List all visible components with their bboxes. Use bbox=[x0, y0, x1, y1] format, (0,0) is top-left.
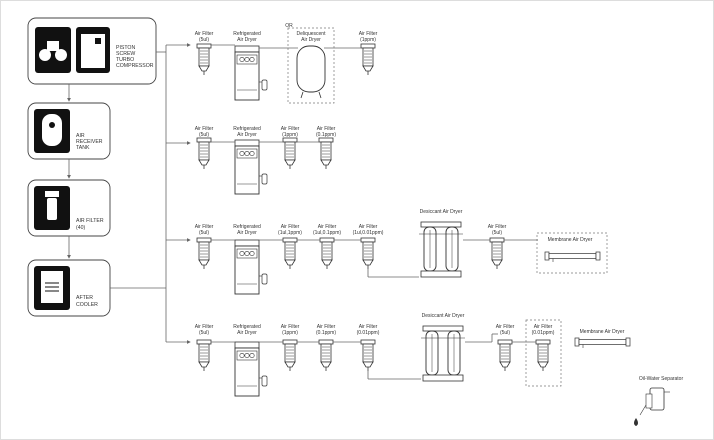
r1-desiccant-label-2: Air Dryer bbox=[301, 37, 321, 43]
r4-f6-label: Air Filter bbox=[534, 324, 553, 330]
r4-f3-icon bbox=[318, 339, 334, 371]
r4-f5-icon bbox=[497, 339, 513, 371]
r3-f2-spec: (1ul,1ppm) bbox=[278, 230, 302, 236]
r2-dryer-icon bbox=[234, 139, 268, 195]
r3-f4-icon bbox=[360, 237, 376, 269]
r2-dryer-label: Refrigerated bbox=[233, 126, 261, 132]
r3-f1-icon bbox=[196, 237, 212, 269]
r4-final-filter-dashed-box bbox=[525, 319, 562, 387]
r1-dryer-icon bbox=[234, 45, 268, 101]
r1-f2-label: Air Filter bbox=[359, 31, 378, 37]
receiver-label-3: TANK bbox=[76, 145, 90, 151]
r2-dryer-label-2: Air Dryer bbox=[237, 132, 257, 138]
r4-f1-spec: (5ul) bbox=[199, 330, 209, 336]
r1-f2-spec: (1ppm) bbox=[360, 37, 376, 43]
receiver-label-2: RECEIVER bbox=[76, 139, 103, 145]
oil-water-separator-label: Oil-Water Separator bbox=[639, 376, 684, 382]
r3-f1-label: Air Filter bbox=[195, 224, 214, 230]
r4-f2-label: Air Filter bbox=[281, 324, 300, 330]
r3-f5-spec: (5ul) bbox=[492, 230, 502, 236]
r3-membrane-label: Membrane Air Dryer bbox=[548, 237, 593, 243]
r4-membrane-label: Membrane Air Dryer bbox=[580, 329, 625, 335]
r4-f6-spec: (0.01ppm) bbox=[532, 330, 555, 336]
r4-f2-icon bbox=[282, 339, 298, 371]
r4-dryer-label-2: Air Dryer bbox=[237, 330, 257, 336]
r1-dryer-label: Refrigerated bbox=[233, 31, 261, 37]
receiver-tank-box: AIR RECEIVER TANK bbox=[27, 102, 111, 160]
r1-dryer-label-2: Air Dryer bbox=[237, 37, 257, 43]
source-filter-label-2: (40) bbox=[76, 225, 85, 231]
r4-f3-label: Air Filter bbox=[317, 324, 336, 330]
r4-dryer-label: Refrigerated bbox=[233, 324, 261, 330]
r1-f1-icon bbox=[196, 43, 212, 75]
r3-f2-icon bbox=[282, 237, 298, 269]
r3-f1-spec: (5ul) bbox=[199, 230, 209, 236]
cooler-label-2: COOLER bbox=[76, 302, 98, 308]
r2-f3-icon bbox=[318, 137, 334, 169]
r4-desiccant-icon bbox=[421, 325, 465, 382]
r3-dryer-label: Refrigerated bbox=[233, 224, 261, 230]
r4-f2-spec: (1ppm) bbox=[282, 330, 298, 336]
r3-membrane-icon bbox=[544, 251, 601, 262]
r3-desiccant-icon bbox=[419, 221, 463, 278]
oil-water-separator-icon bbox=[634, 387, 670, 426]
r3-f3-label: Air Filter bbox=[318, 224, 337, 230]
r3-f5-label: Air Filter bbox=[488, 224, 507, 230]
r3-membrane-dashed-box bbox=[536, 232, 608, 274]
r3-f3-icon bbox=[319, 237, 335, 269]
r1-f2-icon bbox=[360, 43, 376, 75]
r4-dryer-icon bbox=[234, 341, 268, 397]
r3-dryer-icon bbox=[234, 239, 268, 295]
r1-f1-label: Air Filter bbox=[195, 31, 214, 37]
r2-f1-icon bbox=[196, 137, 212, 169]
r1-or-label: OR bbox=[285, 23, 293, 29]
r1-desiccant-label: Deliquescent bbox=[297, 31, 327, 37]
r4-f4-label: Air Filter bbox=[359, 324, 378, 330]
compressor-box: PISTON SCREW TURBO COMPRESSOR bbox=[27, 17, 157, 85]
r2-f2-icon bbox=[282, 137, 298, 169]
r4-f5-label: Air Filter bbox=[496, 324, 515, 330]
r2-f3-spec: (0.1ppm) bbox=[316, 132, 336, 138]
r2-f1-spec: (5ul) bbox=[199, 132, 209, 138]
r3-f4-label: Air Filter bbox=[359, 224, 378, 230]
compressor-label-2: SCREW bbox=[116, 51, 135, 57]
r4-f5-spec: (5ul) bbox=[500, 330, 510, 336]
r3-f4-spec: (1ul,0.01ppm) bbox=[353, 230, 384, 236]
r3-f3-spec: (1ul,0.1ppm) bbox=[313, 230, 341, 236]
r2-f3-label: Air Filter bbox=[317, 126, 336, 132]
compressor-label-3: TURBO bbox=[116, 57, 134, 63]
r4-desiccant-label: Desiccant Air Dryer bbox=[422, 313, 465, 319]
r1-desiccant-dashed-box bbox=[287, 27, 335, 104]
r4-f3-spec: (0.1ppm) bbox=[316, 330, 336, 336]
r4-f6-icon bbox=[535, 339, 551, 371]
r3-f5-icon bbox=[489, 237, 505, 269]
cooler-label-1: AFTER bbox=[76, 295, 93, 301]
air-filter-source-box: AIR FILTER (40) bbox=[27, 179, 111, 237]
r4-f4-spec: (0.01ppm) bbox=[357, 330, 380, 336]
r1-f1-spec: (5ul) bbox=[199, 37, 209, 43]
r1-deliquescent-icon bbox=[296, 45, 326, 99]
compressor-label-4: COMPRESSOR bbox=[116, 63, 154, 69]
r4-f4-icon bbox=[360, 339, 376, 371]
r4-f1-label: Air Filter bbox=[195, 324, 214, 330]
r3-f2-label: Air Filter bbox=[281, 224, 300, 230]
r4-f1-icon bbox=[196, 339, 212, 371]
receiver-label-1: AIR bbox=[76, 133, 85, 139]
r2-f2-spec: (1ppm) bbox=[282, 132, 298, 138]
r2-f2-label: Air Filter bbox=[281, 126, 300, 132]
compressor-label-1: PISTON bbox=[116, 45, 135, 51]
r3-dryer-label-2: Air Dryer bbox=[237, 230, 257, 236]
r2-f1-label: Air Filter bbox=[195, 126, 214, 132]
r4-membrane-icon bbox=[574, 337, 631, 348]
r3-desiccant-label: Desiccant Air Dryer bbox=[420, 209, 463, 215]
after-cooler-box: AFTER COOLER bbox=[27, 259, 111, 317]
source-filter-label-1: AIR FILTER bbox=[76, 218, 104, 224]
